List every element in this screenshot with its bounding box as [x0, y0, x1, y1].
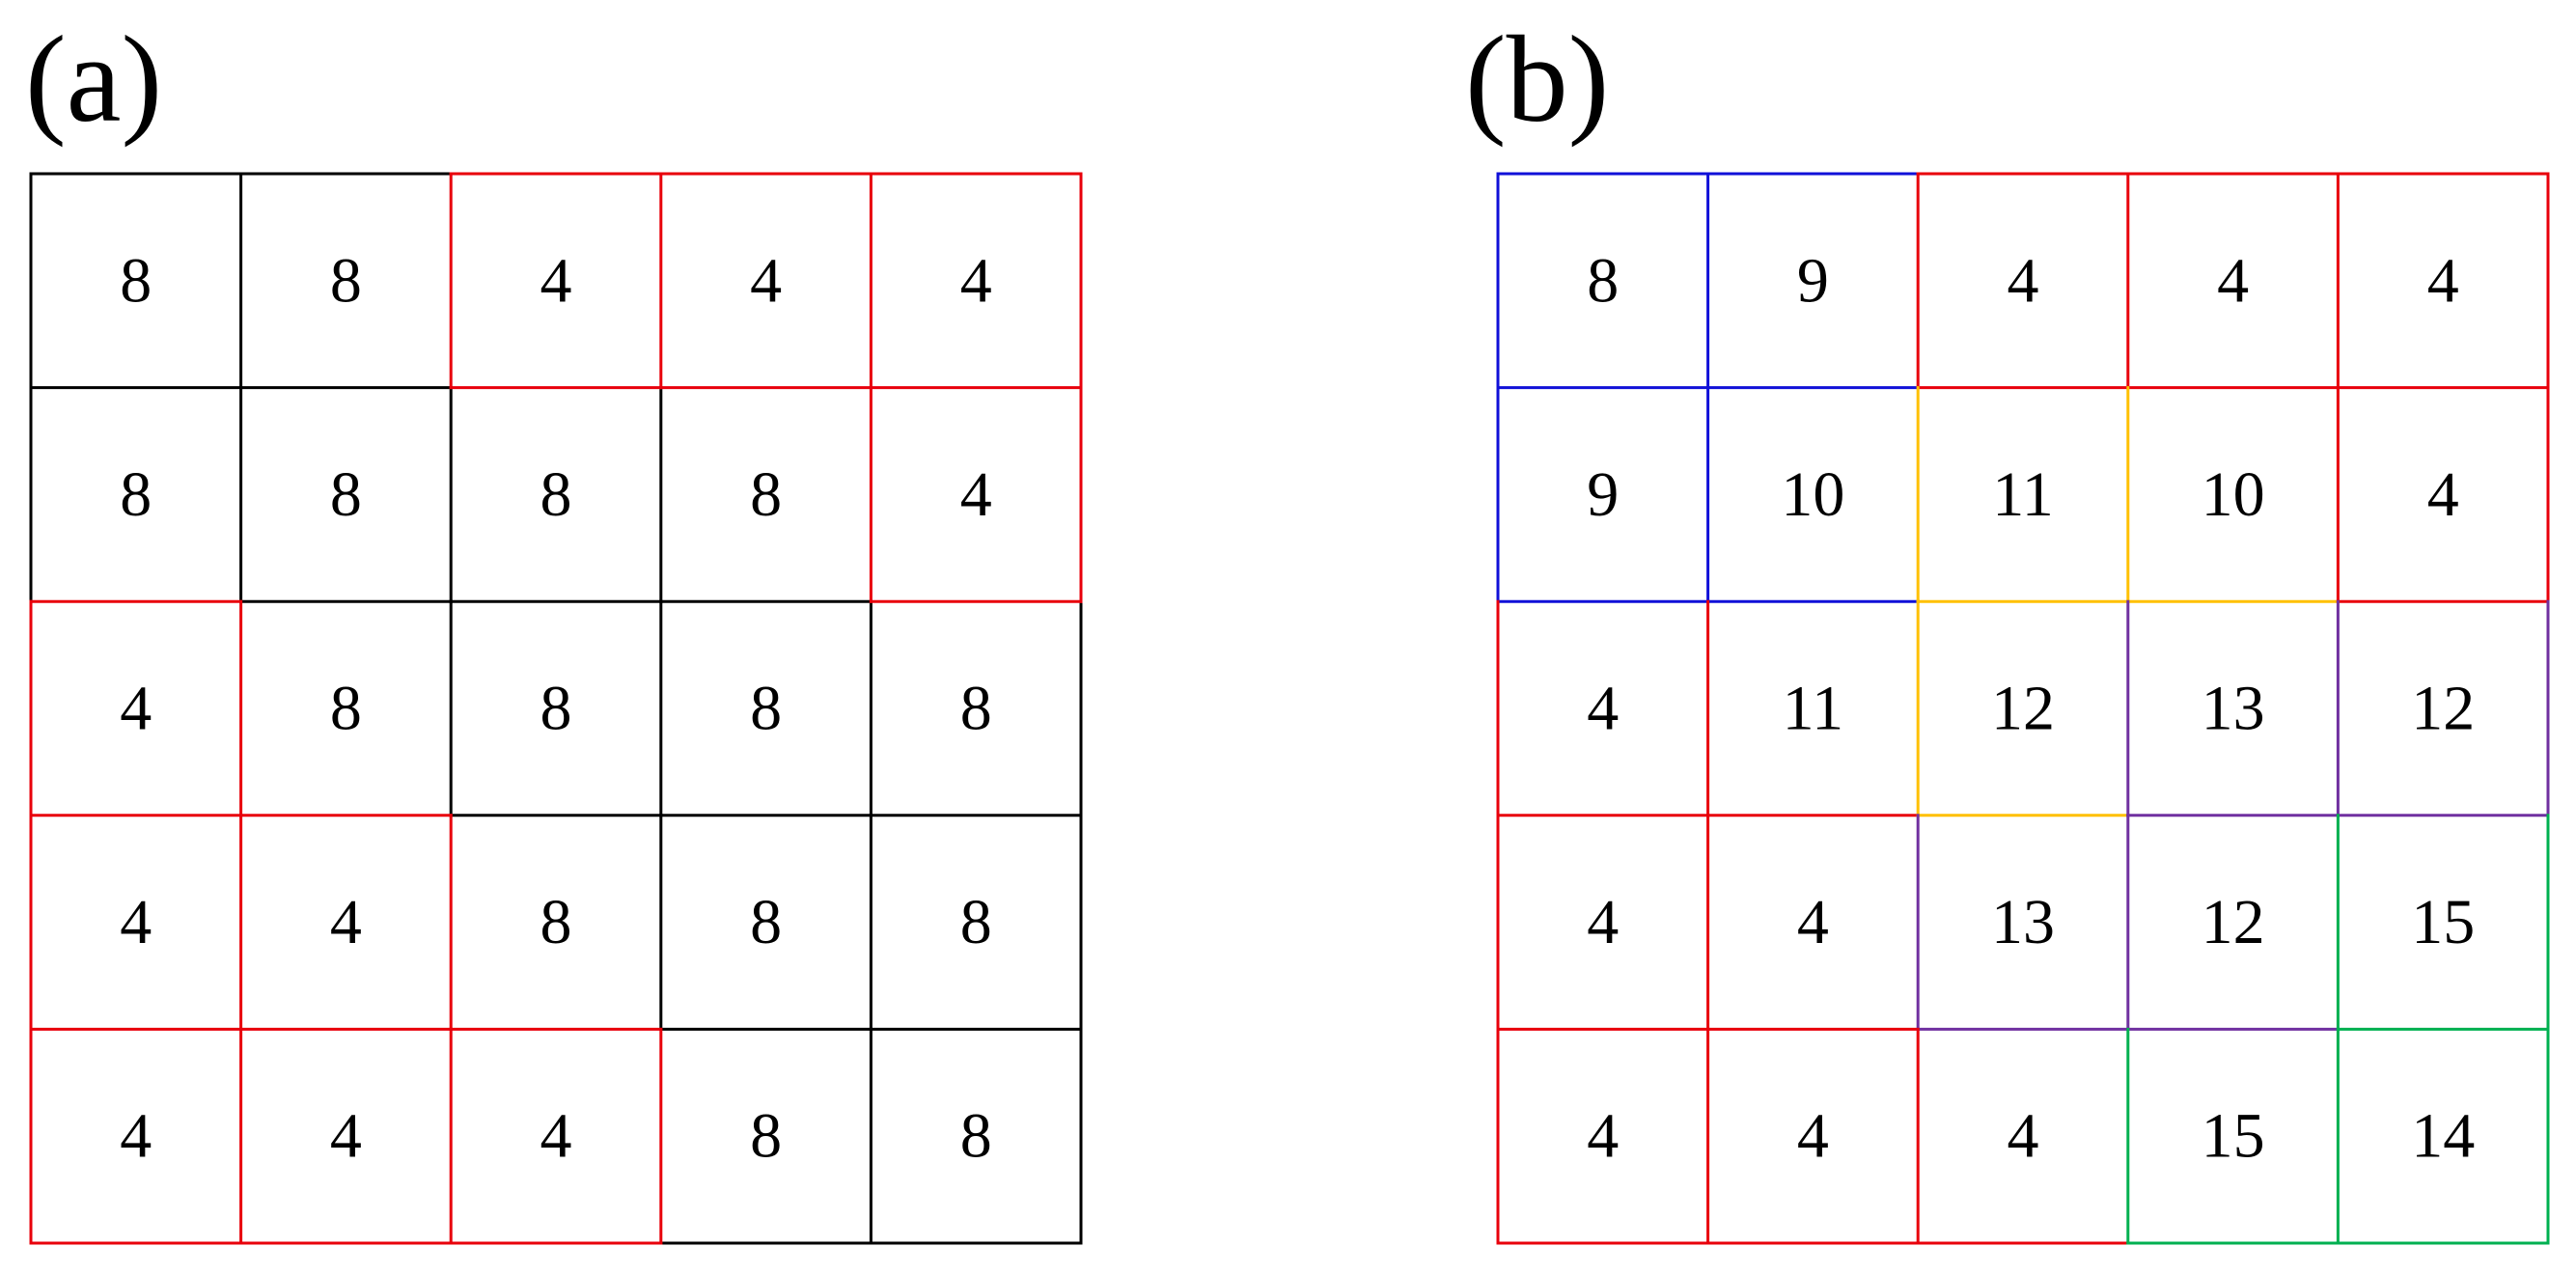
panel-b-cell-4-4: 14 — [2411, 1101, 2475, 1172]
panel-b-cell-2-1: 11 — [1783, 674, 1844, 744]
panel-a-grid: 8 8 4 4 4 8 8 8 8 4 4 8 8 8 8 4 4 8 8 8 4 4 4 8 8 — [29, 172, 1083, 1245]
panel-a-cell-3-2: 8 — [540, 887, 572, 957]
panel-a-cell-1-3: 8 — [750, 459, 782, 530]
panel-b-cell-3-1: 4 — [1797, 887, 1829, 957]
panel-b-label: (b) — [1465, 11, 1609, 148]
panel-b-cell-1-3: 10 — [2202, 459, 2265, 530]
panel-a-cell-1-0: 8 — [120, 459, 152, 530]
panel-a-cell-1-2: 8 — [540, 459, 572, 530]
panel-a-label: (a) — [25, 11, 162, 148]
panel-b-cell-1-0: 9 — [1587, 459, 1619, 530]
panel-a-cell-2-0: 4 — [120, 674, 152, 744]
panel-a-cell-4-0: 4 — [120, 1101, 152, 1172]
panel-b-cell-4-2: 4 — [2008, 1101, 2039, 1172]
panel-a-cell-3-0: 4 — [120, 887, 152, 957]
panel-b-cell-0-3: 4 — [2217, 245, 2249, 316]
panel-a-cell-1-1: 8 — [330, 459, 362, 530]
panel-a-cell-4-2: 4 — [540, 1101, 572, 1172]
panel-b-cell-0-1: 9 — [1797, 245, 1829, 316]
panel-b-cell-0-0: 8 — [1587, 245, 1619, 316]
panel-b-cell-2-3: 13 — [2202, 674, 2265, 744]
panel-a-cell-2-2: 8 — [540, 674, 572, 744]
panel-b-cell-0-4: 4 — [2427, 245, 2459, 316]
panel-b-cell-3-3: 12 — [2202, 887, 2265, 957]
panel-b-cell-3-2: 13 — [1991, 887, 2055, 957]
panel-a-cell-2-1: 8 — [330, 674, 362, 744]
panel-b-cell-3-4: 15 — [2411, 887, 2475, 957]
panel-b-cell-2-0: 4 — [1587, 674, 1619, 744]
panel-a-cell-1-4: 4 — [960, 459, 992, 530]
panel-b-cell-3-0: 4 — [1587, 887, 1619, 957]
panel-a-cell-0-4: 4 — [960, 245, 992, 316]
panel-b-cell-1-1: 10 — [1781, 459, 1844, 530]
panel-a-cell-3-4: 8 — [960, 887, 992, 957]
panel-a-cell-4-4: 8 — [960, 1101, 992, 1172]
panel-b-cell-1-2: 11 — [1992, 459, 2054, 530]
panel-a-cell-4-1: 4 — [330, 1101, 362, 1172]
panel-b-cell-0-2: 4 — [2008, 245, 2039, 316]
panel-b-grid: 8 9 4 4 4 9 10 11 10 4 4 11 12 13 12 4 4 13 12 15 4 4 4 15 14 — [1496, 172, 2550, 1245]
panel-b-cell-1-4: 4 — [2427, 459, 2459, 530]
panel-a-cell-4-3: 8 — [750, 1101, 782, 1172]
panel-b-cell-2-2: 12 — [1991, 674, 2055, 744]
panel-a-cell-0-1: 8 — [330, 245, 362, 316]
panel-a-cell-0-3: 4 — [750, 245, 782, 316]
panel-b-cell-4-1: 4 — [1797, 1101, 1829, 1172]
panel-a-cell-2-3: 8 — [750, 674, 782, 744]
panel-a-cell-2-4: 8 — [960, 674, 992, 744]
panel-a-cell-0-2: 4 — [540, 245, 572, 316]
panel-b-cell-4-3: 15 — [2202, 1101, 2265, 1172]
panel-a-cell-3-3: 8 — [750, 887, 782, 957]
panel-b-cell-2-4: 12 — [2411, 674, 2475, 744]
panel-b-cell-4-0: 4 — [1587, 1101, 1619, 1172]
panel-a-cell-0-0: 8 — [120, 245, 152, 316]
panel-a-cell-3-1: 4 — [330, 887, 362, 957]
